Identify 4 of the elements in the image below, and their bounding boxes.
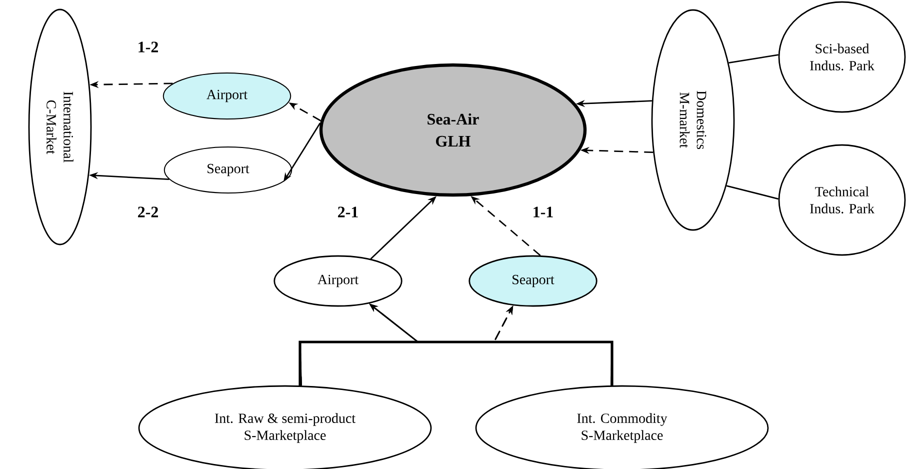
route-number: 2-2: [138, 206, 158, 218]
route-number: 1-1: [534, 206, 553, 218]
route-number: 1-2: [138, 42, 158, 52]
route-number: 2-1: [338, 206, 358, 218]
